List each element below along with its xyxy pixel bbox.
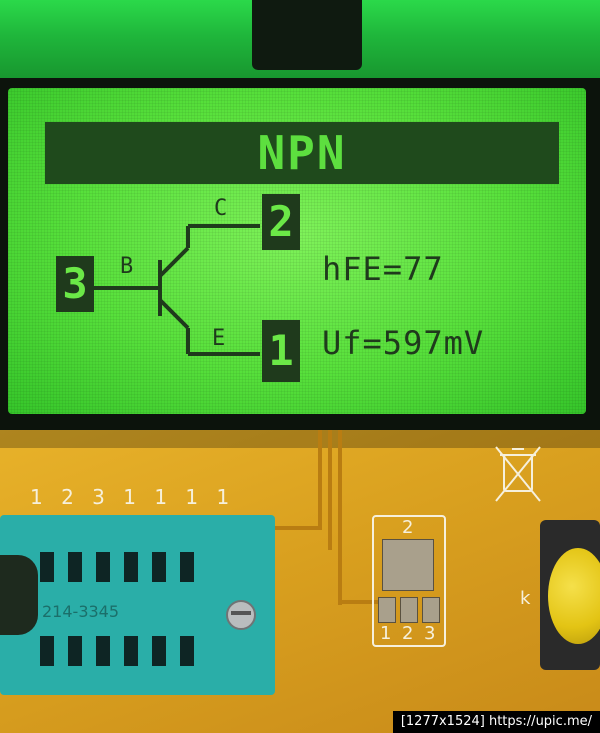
pcb-trace — [270, 526, 322, 530]
button-label: k — [520, 588, 531, 609]
smd-pad — [400, 597, 418, 623]
socket-hole — [96, 636, 110, 666]
socket-hole — [180, 636, 194, 666]
lcd-title-bar: NPN — [45, 122, 559, 184]
socket-hole — [180, 552, 194, 582]
inserted-transistor — [0, 555, 38, 635]
socket-label: 214-3345 — [42, 602, 120, 621]
socket-hole — [40, 552, 54, 582]
image-watermark: [1277x1524] https://upic.me/ — [392, 711, 600, 733]
smd-pad — [378, 597, 396, 623]
socket-hole — [124, 552, 138, 582]
collector-label: C — [214, 196, 228, 221]
base-label: B — [120, 254, 134, 279]
crossed-out-bin-icon — [495, 446, 541, 502]
pcb-trace — [328, 430, 332, 550]
lcd-screen: NPN 3 B C 2 E 1 hFE=77 Uf=597mV — [8, 88, 586, 414]
socket-hole — [68, 636, 82, 666]
socket-pin-numbers: 1 2 3 1 1 1 1 — [30, 485, 236, 509]
hfe-value: hFE=77 — [322, 250, 444, 288]
smd-pin-2: 2 — [402, 623, 414, 644]
smd-outline — [372, 515, 446, 647]
smd-pin-3: 3 — [424, 623, 436, 644]
smd-test-footprint: 2 1 2 3 — [372, 515, 446, 647]
socket-hole — [152, 636, 166, 666]
socket-hole — [96, 552, 110, 582]
pcb-trace — [318, 430, 322, 530]
screw-icon — [226, 600, 256, 630]
test-button[interactable] — [548, 548, 600, 644]
bezel-slot — [252, 0, 362, 70]
emitter-label: E — [212, 326, 226, 351]
socket-hole — [124, 636, 138, 666]
smd-pad — [422, 597, 440, 623]
transistor-symbol — [86, 224, 260, 356]
collector-pin-number: 2 — [262, 194, 300, 250]
emitter-pin-number: 1 — [262, 320, 300, 382]
socket-hole — [152, 552, 166, 582]
pcb-trace — [338, 600, 378, 604]
socket-hole — [68, 552, 82, 582]
lcd-title: NPN — [257, 126, 347, 180]
smd-pin-top: 2 — [402, 517, 414, 538]
pcb-shadow — [0, 430, 600, 448]
screw-slot — [231, 611, 251, 615]
smd-pad — [382, 539, 434, 591]
base-pin-number: 3 — [56, 256, 94, 312]
pcb-trace — [338, 430, 342, 605]
socket-hole — [40, 636, 54, 666]
uf-value: Uf=597mV — [322, 324, 485, 362]
smd-pin-1: 1 — [380, 623, 392, 644]
